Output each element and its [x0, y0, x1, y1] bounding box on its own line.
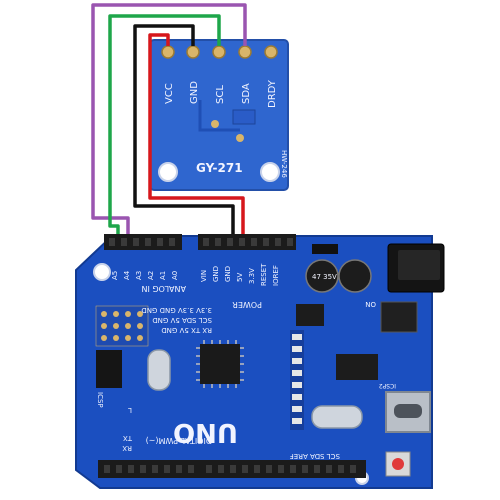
pin-label-a1: A1 [159, 271, 167, 280]
pin-label-a0: A0 [171, 271, 179, 280]
mounting-hole [260, 162, 280, 182]
power-label: POWER [232, 300, 262, 309]
pin-label-5v: 5V [236, 273, 244, 282]
gy271-module: VCC GND SCL SDA DRDY GY-271 HW-246 [149, 39, 289, 191]
pin-label-3v3: 3.3V [248, 268, 256, 284]
wire-gnd-black [133, 24, 235, 238]
wire-sda-purple [91, 3, 247, 238]
module-pin-label-scl: SCL [215, 85, 226, 104]
module-code-label: HW-246 [280, 150, 288, 178]
module-name-label: GY-271 [196, 161, 243, 175]
reset-button [392, 458, 404, 470]
module-pin-label-sda: SDA [241, 83, 252, 104]
pin-label-reset: RESET [260, 263, 268, 286]
pin-label-a4: A4 [123, 270, 131, 280]
mounting-hole [93, 263, 111, 281]
uno-logo: UNO [173, 417, 238, 447]
wire-vcc-red [148, 33, 245, 238]
module-pin-pads [161, 45, 278, 59]
tx-label: TX [123, 434, 133, 442]
digital-label: DIGITAL PWM(~) [146, 436, 212, 445]
module-pin-label-gnd: GND [189, 81, 200, 104]
jumper-wires [91, 3, 247, 238]
power-header [198, 234, 296, 250]
capacitors: 47 35V [305, 259, 372, 293]
pin-label-gnd-1: GND [212, 266, 220, 282]
cap-label: 47 35V [312, 273, 337, 281]
header-label-1: SCL SDA 5V GND [152, 316, 212, 324]
usb-serial-chip [336, 354, 378, 380]
analog-in-label: ANALOG IN [142, 284, 187, 293]
on-led-label: ON [365, 300, 376, 308]
bottom-label: SCL SDA AREF [290, 452, 340, 460]
icsp-header [96, 350, 122, 388]
module-pin-label-vcc: VCC [164, 83, 175, 104]
header-label-2: RX TX 5V GND [161, 326, 212, 334]
mcu-chip [196, 340, 244, 388]
voltage-regulator [380, 301, 418, 333]
arduino-uno-board: A5 A4 A3 A2 A1 A0 VIN GND GND 5V 3.3V RE… [75, 234, 445, 489]
pin-label-ioref: IOREF [272, 265, 280, 286]
icsp2-label: ICSP2 [379, 382, 396, 389]
pin-label-a2: A2 [147, 271, 155, 280]
rx-label: RX [122, 444, 132, 452]
icsp-label: ICSP [96, 392, 104, 408]
module-pin-label-drdy: DRDY [267, 79, 278, 108]
wire-scl-green [108, 14, 221, 238]
pin-label-gnd-2: GND [224, 266, 232, 282]
reset-button-housing [385, 451, 411, 477]
l-led-label: L [128, 406, 132, 414]
pin-label-a5: A5 [111, 271, 119, 280]
header-label-3: 3.3V 3.3V GND GND [141, 306, 212, 314]
pin-label-vin: VIN [200, 270, 208, 282]
mounting-hole [158, 162, 178, 182]
crystal [147, 349, 171, 391]
pin-label-a3: A3 [135, 271, 143, 280]
